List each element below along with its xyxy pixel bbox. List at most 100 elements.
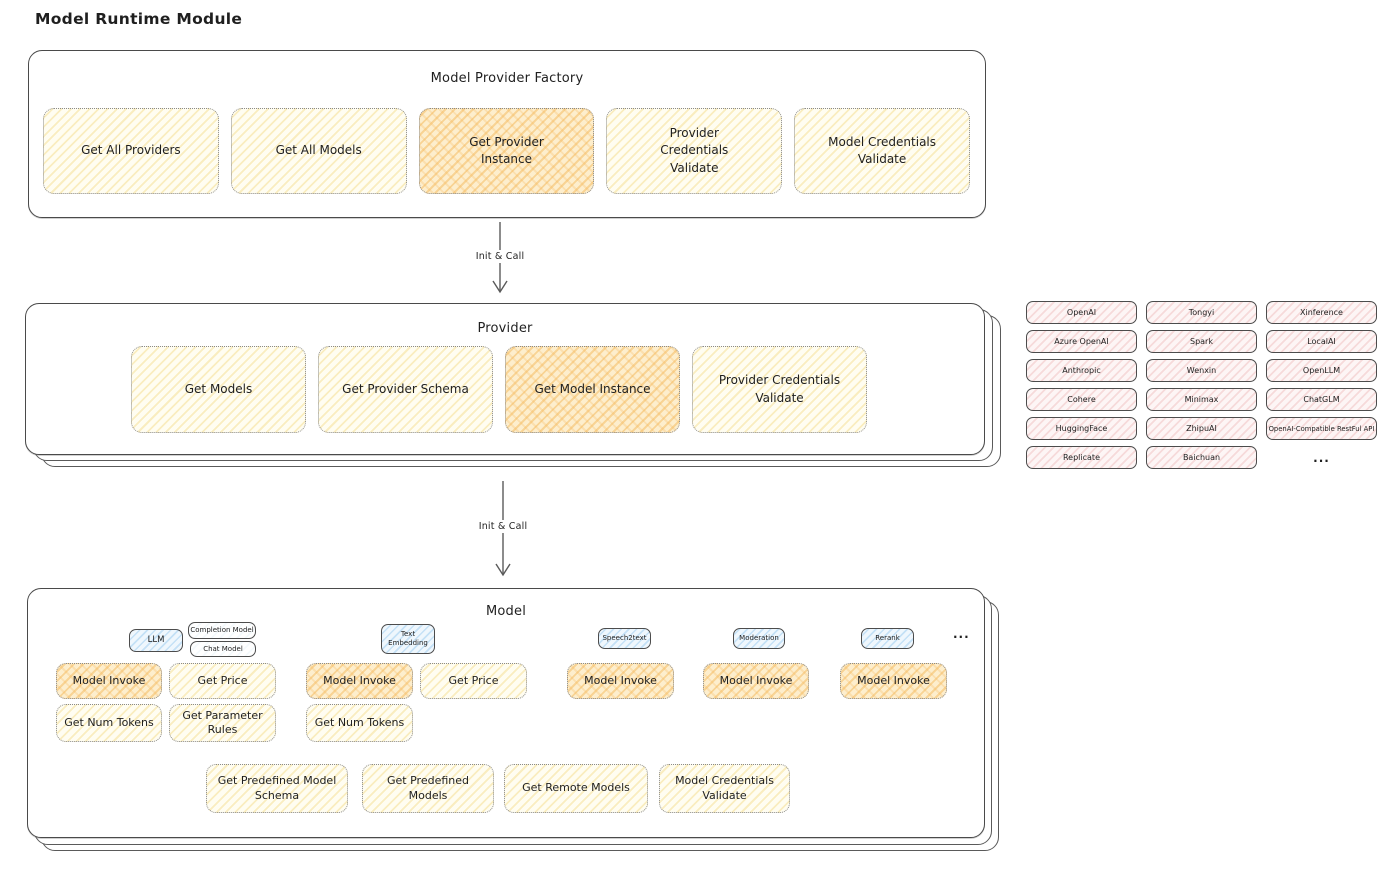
model-type-tag-llm: LLM (129, 629, 183, 652)
provider-pill: LocalAI (1266, 330, 1377, 353)
arrow-label-init-call-2: Init & Call (474, 520, 532, 533)
factory-method-box: Model Credentials Validate (794, 108, 970, 194)
model-op-box: Get Price (420, 663, 527, 699)
factory-method-box: Provider Credentials Validate (606, 108, 783, 194)
provider-pill: Azure OpenAI (1026, 330, 1137, 353)
provider-pill: Xinference (1266, 301, 1377, 324)
provider-pill-label: Xinference (1300, 308, 1343, 317)
model-type-tag-moderation: Moderation (733, 628, 785, 649)
provider-pill: Tongyi (1146, 301, 1257, 324)
provider-pill: Baichuan (1146, 446, 1257, 469)
provider-pill: Anthropic (1026, 359, 1137, 382)
model-op-box-label: Model Invoke (584, 673, 657, 687)
factory-method-box: Get Provider Instance (418, 108, 595, 194)
model-op-box-label: Get Price (448, 673, 499, 687)
model-op-box: Model Invoke (306, 663, 413, 699)
provider-pill-label: ZhipuAI (1186, 424, 1217, 433)
provider-pill-label: Cohere (1067, 395, 1096, 404)
model-op-box-label: Model Credentials Validate (675, 774, 774, 802)
page-title: Model Runtime Module (35, 10, 243, 28)
model-type-tag-completion-model: Completion Model (188, 622, 256, 639)
provider-method-box: Get Provider Schema (318, 346, 493, 433)
model-type-tag-speech2text-label: Speech2text (602, 634, 647, 643)
model-op-box: Model Invoke (703, 663, 809, 699)
factory-method-box: Get All Providers (43, 108, 219, 194)
model-op-box: Model Invoke (567, 663, 674, 699)
provider-method-box: Get Model Instance (505, 346, 680, 433)
provider-method-box: Get Models (131, 346, 306, 433)
model-op-box: Get Price (169, 663, 276, 699)
provider-pill-label: ChatGLM (1303, 395, 1340, 404)
provider-pill-label: Replicate (1062, 453, 1100, 462)
provider-pill-label: Tongyi (1188, 308, 1215, 317)
provider-methods-row: Get Models Get Provider Schema Get Model I… (131, 346, 867, 433)
model-more-ellipsis: ... (953, 627, 970, 641)
model-type-tag-completion-model-label: Completion Model (190, 626, 254, 635)
model-type-tag-text-embedding: Text Embedding (381, 624, 435, 654)
provider-pill: OpenAI-Compatible RestFul API (1266, 417, 1377, 440)
provider-method-box-label: Get Model Instance (534, 381, 651, 396)
provider-pill: Spark (1146, 330, 1257, 353)
provider-pill: ZhipuAI (1146, 417, 1257, 440)
provider-method-box: Provider Credentials Validate (692, 346, 867, 433)
provider-pill-label: OpenAI (1066, 308, 1097, 317)
model-type-tag-rerank: Rerank (861, 628, 914, 649)
model-type-tag-text-embedding-label: Text Embedding (388, 630, 428, 647)
provider-pill-label: Baichuan (1182, 453, 1221, 462)
provider-pill-label: Spark (1190, 337, 1213, 346)
provider-pill-label: OpenAI-Compatible RestFul API (1268, 424, 1375, 433)
model-op-box: Model Credentials Validate (659, 764, 790, 813)
provider-more-ellipsis-label: ... (1313, 450, 1330, 465)
model-op-box: Model Invoke (840, 663, 947, 699)
arrow-label-init-call-1: Init & Call (471, 250, 529, 263)
provider-pill: Wenxin (1146, 359, 1257, 382)
model-op-box-label: Model Invoke (719, 673, 793, 687)
provider-method-box-label: Get Provider Schema (342, 381, 469, 396)
factory-method-box-label: Get Provider Instance (469, 134, 544, 166)
factory-method-box-label: Get All Providers (81, 143, 181, 158)
provider-pill: HuggingFace (1026, 417, 1137, 440)
factory-method-box: Get All Models (230, 108, 407, 194)
model-type-tag-rerank-label: Rerank (875, 634, 900, 643)
model-op-box: Get Remote Models (504, 764, 648, 813)
model-op-box-label: Get Predefined Model Schema (217, 774, 337, 802)
model-op-box-label: Get Parameter Rules (182, 708, 263, 736)
provider-title: Provider (477, 321, 533, 336)
provider-pill-label: HuggingFace (1055, 424, 1108, 433)
model-type-tag-llm-label: LLM (147, 635, 165, 646)
provider-pill-label: Wenxin (1186, 366, 1217, 375)
factory-method-box-label: Provider Credentials Validate (660, 125, 729, 175)
provider-pill-label: OpenLLM (1302, 366, 1341, 375)
model-op-box: Get Num Tokens (56, 704, 162, 742)
model-type-tag-chat-model-label: Chat Model (203, 644, 243, 653)
provider-pill-label: LocalAI (1307, 337, 1336, 346)
model-op-box-label: Get Num Tokens (314, 715, 405, 729)
provider-method-box-label: Provider Credentials Validate (718, 373, 841, 405)
provider-pill: ChatGLM (1266, 388, 1377, 411)
model-op-box-label: Get Predefined Models (387, 774, 469, 802)
model-op-box: Get Predefined Model Schema (206, 764, 348, 813)
provider-more-ellipsis: ... (1266, 446, 1377, 469)
provider-method-box-label: Get Models (184, 381, 253, 396)
model-type-tag-speech2text: Speech2text (598, 628, 651, 649)
provider-pill: OpenAI (1026, 301, 1137, 324)
model-op-box-label: Get Remote Models (522, 781, 630, 795)
model-op-box-label: Get Price (197, 673, 248, 687)
model-op-box-label: Model Invoke (72, 673, 146, 687)
model-op-box: Model Invoke (56, 663, 162, 699)
model-op-box-label: Model Invoke (323, 673, 396, 687)
factory-container: Model Provider Factory Get All Providers… (28, 50, 986, 218)
model-op-box-label: Model Invoke (857, 673, 930, 687)
factory-method-box-label: Get All Models (275, 143, 362, 158)
model-type-tag-moderation-label: Moderation (739, 634, 779, 643)
provider-pill: OpenLLM (1266, 359, 1377, 382)
provider-pill-label: Minimax (1184, 395, 1219, 404)
model-op-box: Get Num Tokens (306, 704, 413, 742)
model-op-box: Get Parameter Rules (169, 704, 276, 742)
model-op-box-label: Get Num Tokens (64, 715, 154, 729)
model-op-box: Get Predefined Models (362, 764, 494, 813)
